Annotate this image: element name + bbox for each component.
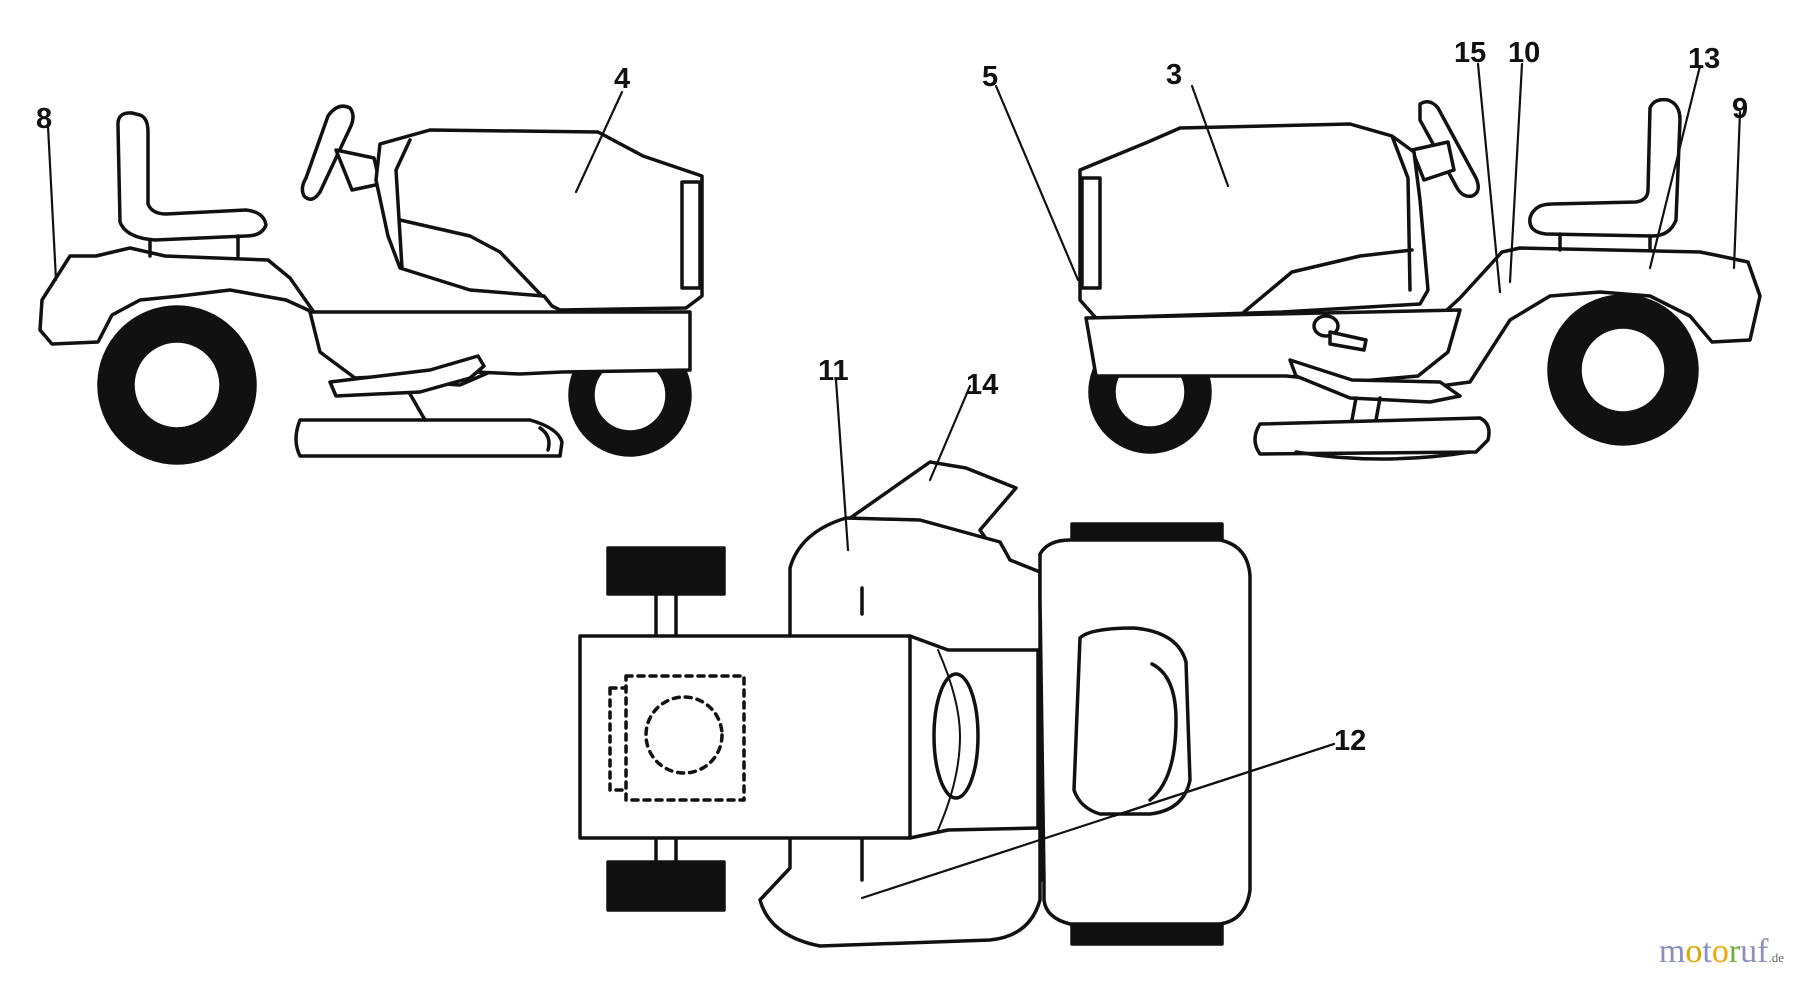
right-steering-column <box>1410 140 1456 182</box>
top-front-tire-upper <box>606 546 726 596</box>
watermark-logo: motoruf.de <box>1658 933 1784 970</box>
top-engine-outline <box>624 674 746 802</box>
top-seat <box>1072 626 1192 816</box>
callout-labels: 8 4 5 3 15 10 13 9 11 14 12 <box>36 37 1748 757</box>
right-seat <box>1528 97 1682 238</box>
left-pedal <box>328 354 486 398</box>
top-steering-wheel <box>932 672 980 800</box>
callout-3: 3 <box>1166 59 1182 91</box>
callout-8: 8 <box>36 103 52 135</box>
left-mower-deck <box>294 418 564 458</box>
right-side-view <box>1078 97 1762 461</box>
left-side-view <box>38 104 704 465</box>
right-rear-wheel <box>1547 294 1699 446</box>
right-mower-deck <box>1253 416 1491 456</box>
callout-13: 13 <box>1688 43 1720 75</box>
right-hood <box>1078 122 1430 320</box>
left-grille <box>680 180 702 290</box>
top-engine-flywheel <box>644 695 724 775</box>
callout-15: 15 <box>1454 37 1486 69</box>
top-view <box>578 460 1252 948</box>
left-steering-wheel <box>300 104 355 201</box>
leader-lines <box>46 62 1742 900</box>
right-pedal <box>1288 358 1462 404</box>
callout-9: 9 <box>1732 93 1748 125</box>
callout-4: 4 <box>614 63 630 95</box>
left-steering-column <box>334 148 382 192</box>
right-frame <box>1084 308 1462 384</box>
top-hood <box>578 634 1040 840</box>
right-grille <box>1080 176 1102 290</box>
callout-12: 12 <box>1334 725 1366 757</box>
callout-5: 5 <box>982 61 998 93</box>
left-hood <box>374 128 704 312</box>
left-rear-wheel <box>97 305 257 465</box>
callout-14: 14 <box>966 369 998 401</box>
callout-10: 10 <box>1508 37 1540 69</box>
left-seat <box>116 111 268 242</box>
callout-11: 11 <box>818 355 849 387</box>
left-frame <box>308 310 692 380</box>
top-front-tire-lower <box>606 860 726 912</box>
